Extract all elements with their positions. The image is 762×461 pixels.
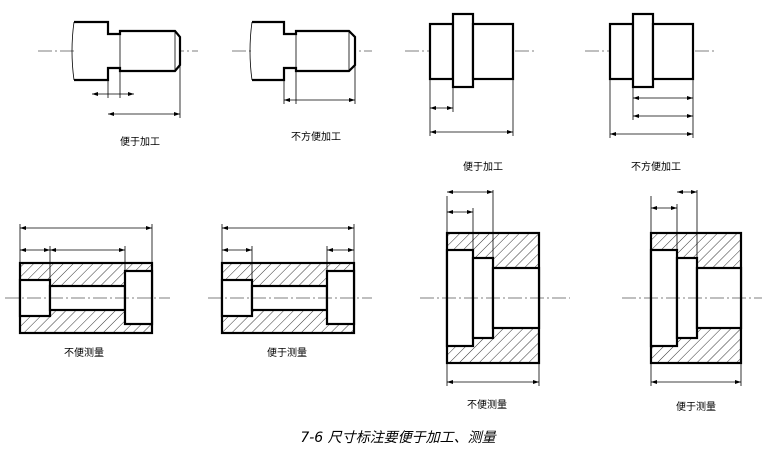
shaft-figure-convenient: 便于加工 — [38, 20, 198, 148]
collar-figure-convenient: 便于加工 — [405, 12, 535, 173]
bore-figure-inconvenient: 不便测量 — [5, 224, 170, 359]
label-shaft-b: 不方便加工 — [291, 130, 341, 143]
label-bore-a: 不便测量 — [64, 346, 104, 359]
label-collar-b: 不方便加工 — [631, 160, 681, 173]
label-block-a: 不便测量 — [467, 398, 507, 411]
label-collar-a: 便于加工 — [463, 160, 503, 173]
block-figure-convenient: 便于测量 — [622, 190, 762, 413]
block-figure-inconvenient: 不便测量 — [420, 190, 570, 411]
label-block-b: 便于测量 — [676, 400, 716, 413]
bore-figure-convenient: 便于测量 — [208, 224, 372, 359]
label-bore-b: 便于测量 — [267, 346, 307, 359]
figure-caption: 7-6 尺寸标注要便于加工、测量 — [300, 430, 497, 446]
collar-figure-inconvenient: 不方便加工 — [585, 12, 715, 173]
label-shaft-a: 便于加工 — [120, 135, 160, 148]
shaft-figure-inconvenient: 不方便加工 — [232, 20, 372, 143]
